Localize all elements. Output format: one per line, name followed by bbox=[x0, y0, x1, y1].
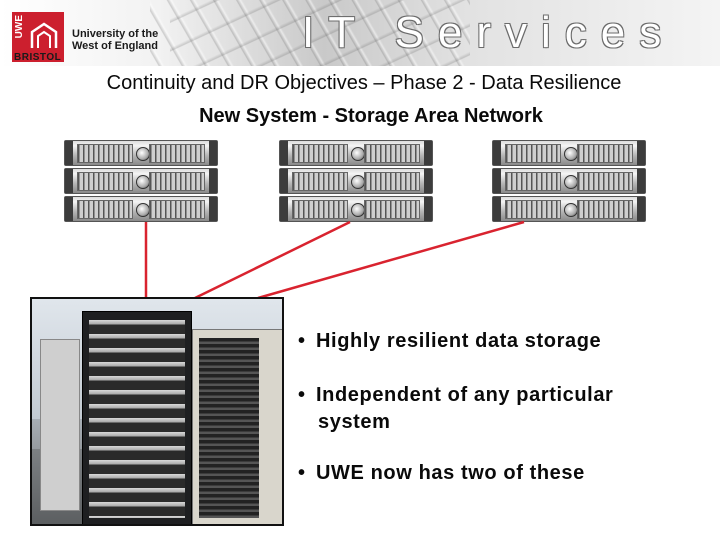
bullet-dot-icon: • bbox=[298, 330, 306, 352]
link-right bbox=[257, 220, 525, 300]
bullet-text: Highly resilient data storage bbox=[316, 330, 602, 352]
server-unit bbox=[64, 168, 218, 194]
server-array-right bbox=[492, 140, 646, 224]
bullet-text: UWE now has two of these bbox=[316, 462, 585, 484]
bullet-item: • Highly resilient data storage bbox=[298, 330, 601, 353]
university-name: University of the West of England bbox=[72, 28, 158, 52]
bullet-dot-icon: • bbox=[298, 462, 306, 484]
link-middle bbox=[194, 220, 351, 300]
keyboard-photo-texture-2 bbox=[170, 0, 470, 66]
server-unit bbox=[492, 196, 646, 222]
bullet-text-continuation: system bbox=[318, 411, 391, 433]
server-unit bbox=[64, 140, 218, 166]
bullet-item: • Independent of any particular system bbox=[298, 384, 613, 434]
server-array-middle bbox=[279, 140, 433, 224]
server-unit bbox=[64, 196, 218, 222]
university-name-line1: University of the bbox=[72, 28, 159, 40]
server-unit bbox=[492, 168, 646, 194]
server-unit bbox=[279, 168, 433, 194]
bristol-label: BRISTOL bbox=[14, 52, 62, 63]
uwe-logo: UWE bbox=[12, 12, 64, 62]
bullet-text: Independent of any particular bbox=[316, 384, 614, 406]
server-array-left bbox=[64, 140, 218, 224]
slide-title: Continuity and DR Objectives – Phase 2 -… bbox=[106, 72, 622, 94]
bullet-item: • UWE now has two of these bbox=[298, 462, 585, 485]
uwe-crest-icon bbox=[30, 22, 58, 48]
header-banner: UWE BRISTOL University of the West of En… bbox=[0, 0, 720, 66]
it-services-title: IT Services bbox=[302, 8, 676, 57]
keyboard-photo-texture bbox=[150, 0, 470, 66]
server-unit bbox=[279, 196, 433, 222]
slide-subtitle: New System - Storage Area Network bbox=[199, 105, 543, 127]
university-name-line2: West of England bbox=[72, 40, 158, 52]
bullet-dot-icon: • bbox=[298, 384, 306, 406]
server-unit bbox=[279, 140, 433, 166]
server-unit bbox=[492, 140, 646, 166]
san-rack-photo bbox=[30, 297, 284, 526]
